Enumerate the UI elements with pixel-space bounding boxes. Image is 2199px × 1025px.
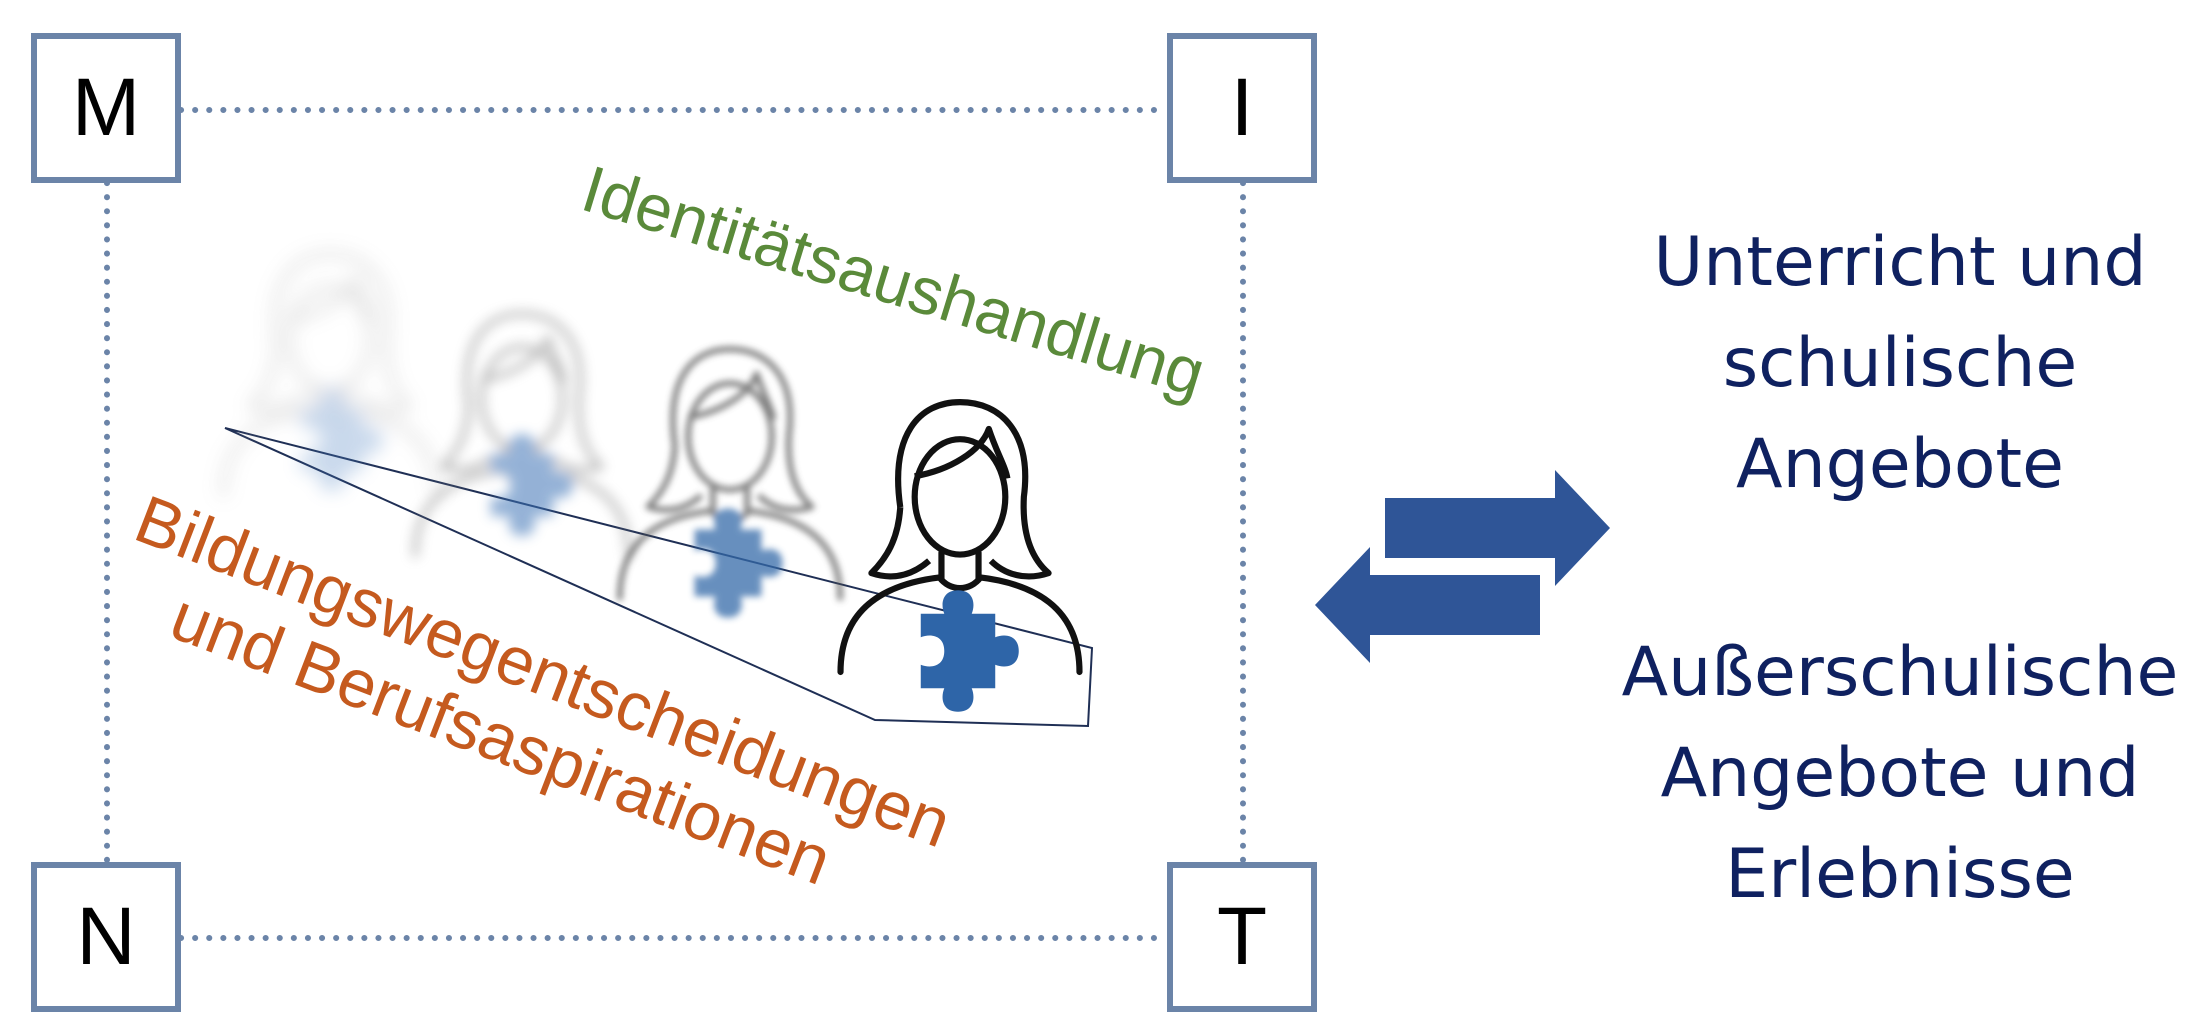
corner-box-m: M: [31, 33, 181, 183]
extracurricular-offers-line-2: Angebote und: [1660, 734, 2140, 813]
person-stage-3: [620, 349, 840, 618]
timeline-ramp: [224, 427, 1094, 728]
extracurricular-offers-line-3: Erlebnisse: [1725, 835, 2075, 914]
person-stage-1: [223, 254, 436, 495]
frame-connectors: [104, 107, 1246, 941]
school-offers-line-2: schulische: [1722, 324, 2078, 403]
extracurricular-offers-text: Außerschulische Angebote und Erlebnisse: [1580, 622, 2199, 925]
puzzle-piece-icon: [694, 508, 783, 618]
corner-box-n: N: [31, 862, 181, 1012]
corner-box-i: I: [1167, 33, 1317, 183]
arrow-left-icon: [1315, 547, 1540, 663]
corner-label-t: T: [1216, 891, 1268, 982]
bidirectional-arrows-icon: [1315, 470, 1610, 663]
corner-box-t: T: [1167, 862, 1317, 1012]
school-offers-line-1: Unterricht und: [1653, 223, 2147, 302]
person-stage-4: [841, 402, 1080, 712]
corner-label-m: M: [71, 62, 141, 153]
extracurricular-offers-line-1: Außerschulische: [1621, 633, 2179, 712]
arrow-right-icon: [1385, 470, 1610, 586]
person-stage-2: [415, 314, 628, 555]
corner-label-i: I: [1230, 62, 1254, 153]
school-offers-line-3: Angebote: [1736, 425, 2064, 504]
school-offers-text: Unterricht und schulische Angebote: [1580, 212, 2199, 515]
corner-label-n: N: [76, 891, 136, 982]
